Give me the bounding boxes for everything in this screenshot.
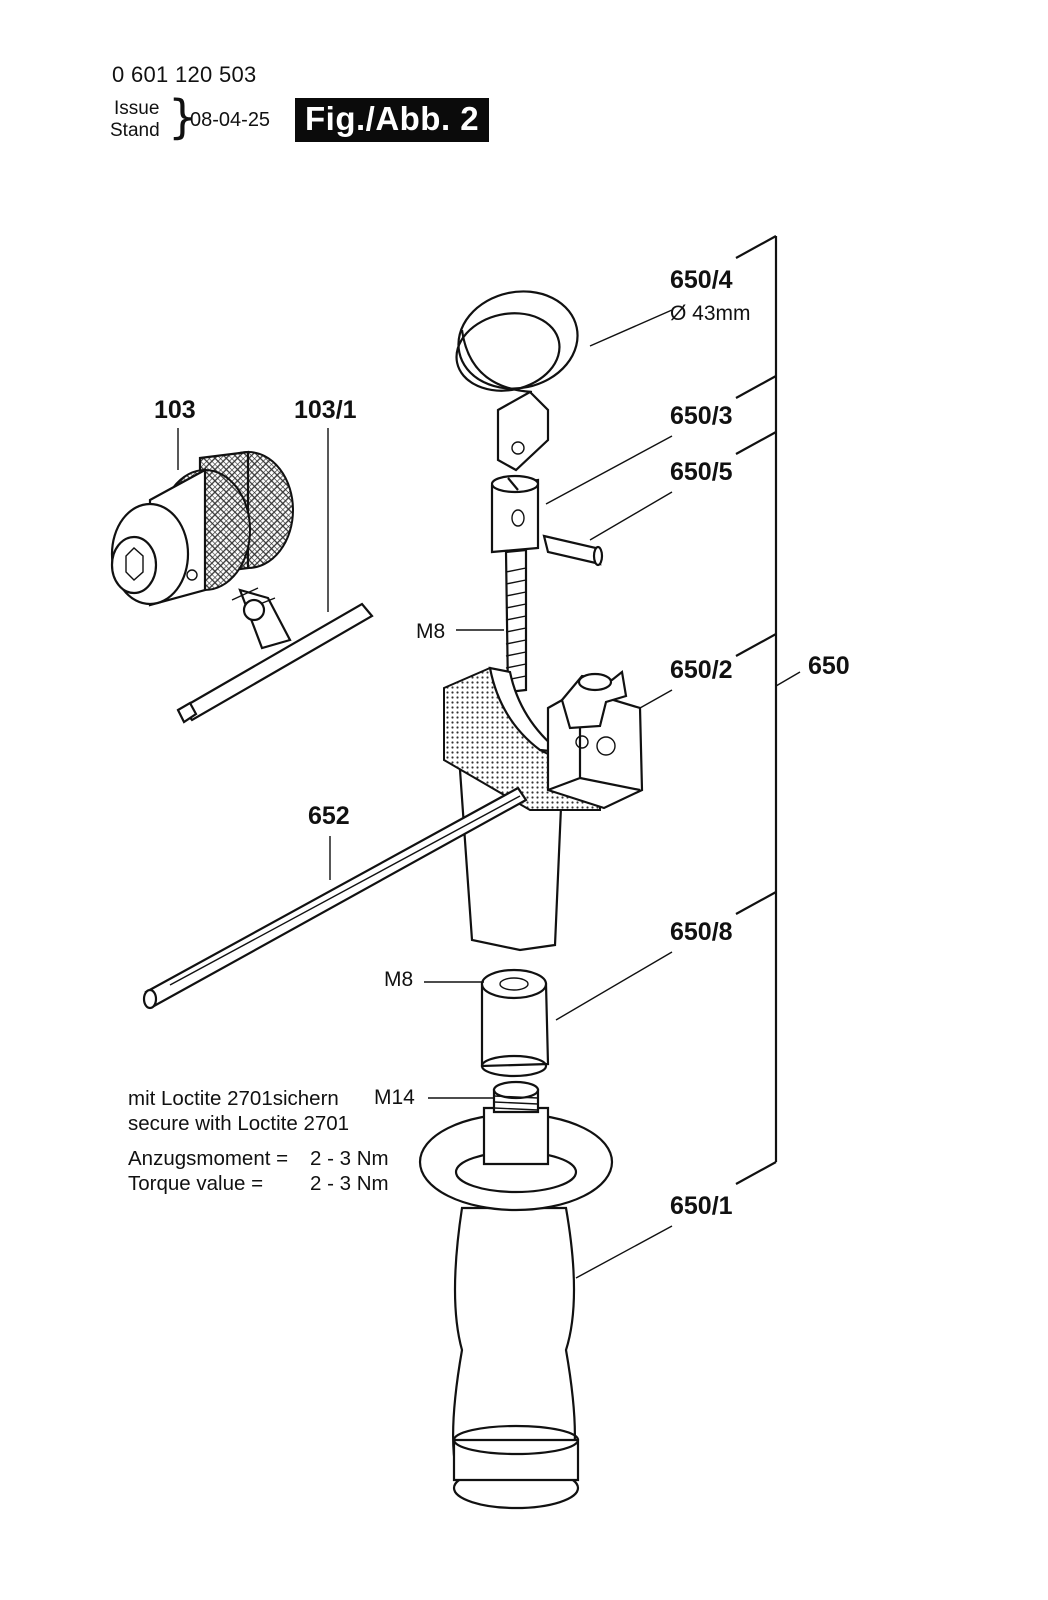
issue-date: 08-04-25 — [190, 109, 271, 131]
note-torque-en-label: Torque value = — [128, 1172, 264, 1195]
assembly-bracket-650 — [735, 235, 778, 1185]
label-650-4-diameter: Ø 43mm — [670, 302, 751, 325]
note-loctite-de: mit Loctite 2701sichern — [128, 1087, 339, 1110]
stand-label: Stand — [110, 120, 160, 141]
label-650-2: 650/2 — [670, 656, 733, 684]
label-thread-m8-top: M8 — [416, 620, 446, 643]
note-torque-de-label: Anzugsmoment = — [128, 1147, 289, 1170]
label-650-4: 650/4 — [670, 266, 733, 294]
handle-holder — [443, 666, 644, 952]
label-103: 103 — [154, 396, 196, 424]
note-torque-de-value: 2 - 3 Nm — [310, 1147, 389, 1170]
note-loctite-en: secure with Loctite 2701 — [128, 1112, 350, 1135]
label-thread-m8-bottom: M8 — [384, 968, 414, 991]
figure-title: Fig./Abb. 2 — [295, 98, 490, 142]
label-thread-m14: M14 — [374, 1086, 415, 1109]
label-650-3: 650/3 — [670, 402, 733, 430]
issue-brace: } — [168, 90, 198, 144]
threaded-sleeve — [480, 968, 550, 1078]
note-torque-en-value: 2 - 3 Nm — [310, 1172, 389, 1195]
clamping-screw — [490, 474, 540, 694]
grip-handle — [418, 1080, 614, 1510]
label-650-8: 650/8 — [670, 918, 733, 946]
drill-chuck — [110, 450, 294, 607]
label-103-1: 103/1 — [294, 396, 357, 424]
label-652: 652 — [308, 802, 350, 830]
depth-rod — [142, 786, 528, 1010]
issue-label: Issue — [114, 98, 160, 119]
label-650-5: 650/5 — [670, 458, 733, 486]
part-number: 0 601 120 503 — [112, 62, 257, 87]
clamping-band — [455, 290, 579, 472]
label-650-1: 650/1 — [670, 1192, 733, 1220]
label-650: 650 — [808, 652, 850, 680]
pin — [542, 534, 604, 567]
chuck-key — [176, 587, 374, 724]
leader-lines — [177, 309, 801, 1279]
